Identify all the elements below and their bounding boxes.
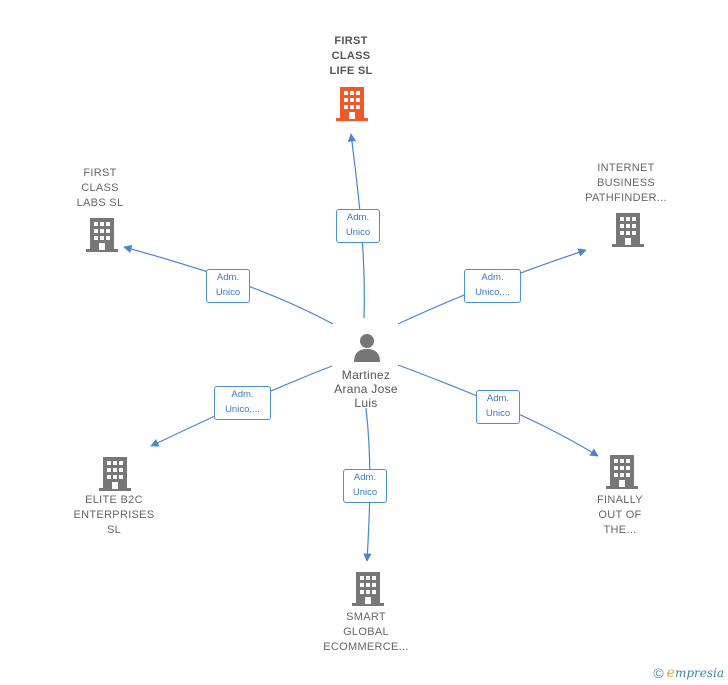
building-icon[interactable] bbox=[336, 85, 368, 121]
person-icon[interactable] bbox=[352, 332, 382, 362]
building-icon[interactable] bbox=[86, 216, 118, 252]
building-icon[interactable] bbox=[352, 570, 384, 606]
edge-label-elite-b2c[interactable]: Adm. Unico,... bbox=[214, 386, 271, 420]
edge-label-first-class-labs[interactable]: Adm. Unico bbox=[206, 269, 250, 303]
node-label-finally-out[interactable]: FINALLY OUT OF THE... bbox=[597, 494, 643, 536]
building-icon[interactable] bbox=[606, 453, 638, 489]
edge-label-finally-out[interactable]: Adm. Unico bbox=[476, 390, 520, 424]
node-label-smart-global[interactable]: SMART GLOBAL ECOMMERCE... bbox=[323, 611, 409, 653]
node-label-first-class-life[interactable]: FIRST CLASS LIFE SL bbox=[329, 35, 373, 77]
building-icon[interactable] bbox=[612, 211, 644, 247]
edge-label-smart-global[interactable]: Adm. Unico bbox=[343, 469, 387, 503]
node-label-elite-b2c[interactable]: ELITE B2C ENTERPRISES SL bbox=[73, 494, 155, 536]
node-label-internet-business[interactable]: INTERNET BUSINESS PATHFINDER... bbox=[585, 162, 667, 204]
copyright-icon: © bbox=[653, 665, 664, 681]
edge-label-first-class-life[interactable]: Adm. Unico bbox=[336, 209, 380, 243]
brand-footer: © empresia bbox=[653, 665, 724, 681]
center-person-name[interactable]: Martinez Arana Jose Luis bbox=[334, 368, 398, 410]
brand-logo[interactable]: empresia bbox=[666, 665, 724, 681]
building-icon[interactable] bbox=[99, 455, 131, 491]
edge-label-internet-business[interactable]: Adm. Unico,... bbox=[464, 269, 521, 303]
node-label-first-class-labs[interactable]: FIRST CLASS LABS SL bbox=[76, 167, 124, 209]
